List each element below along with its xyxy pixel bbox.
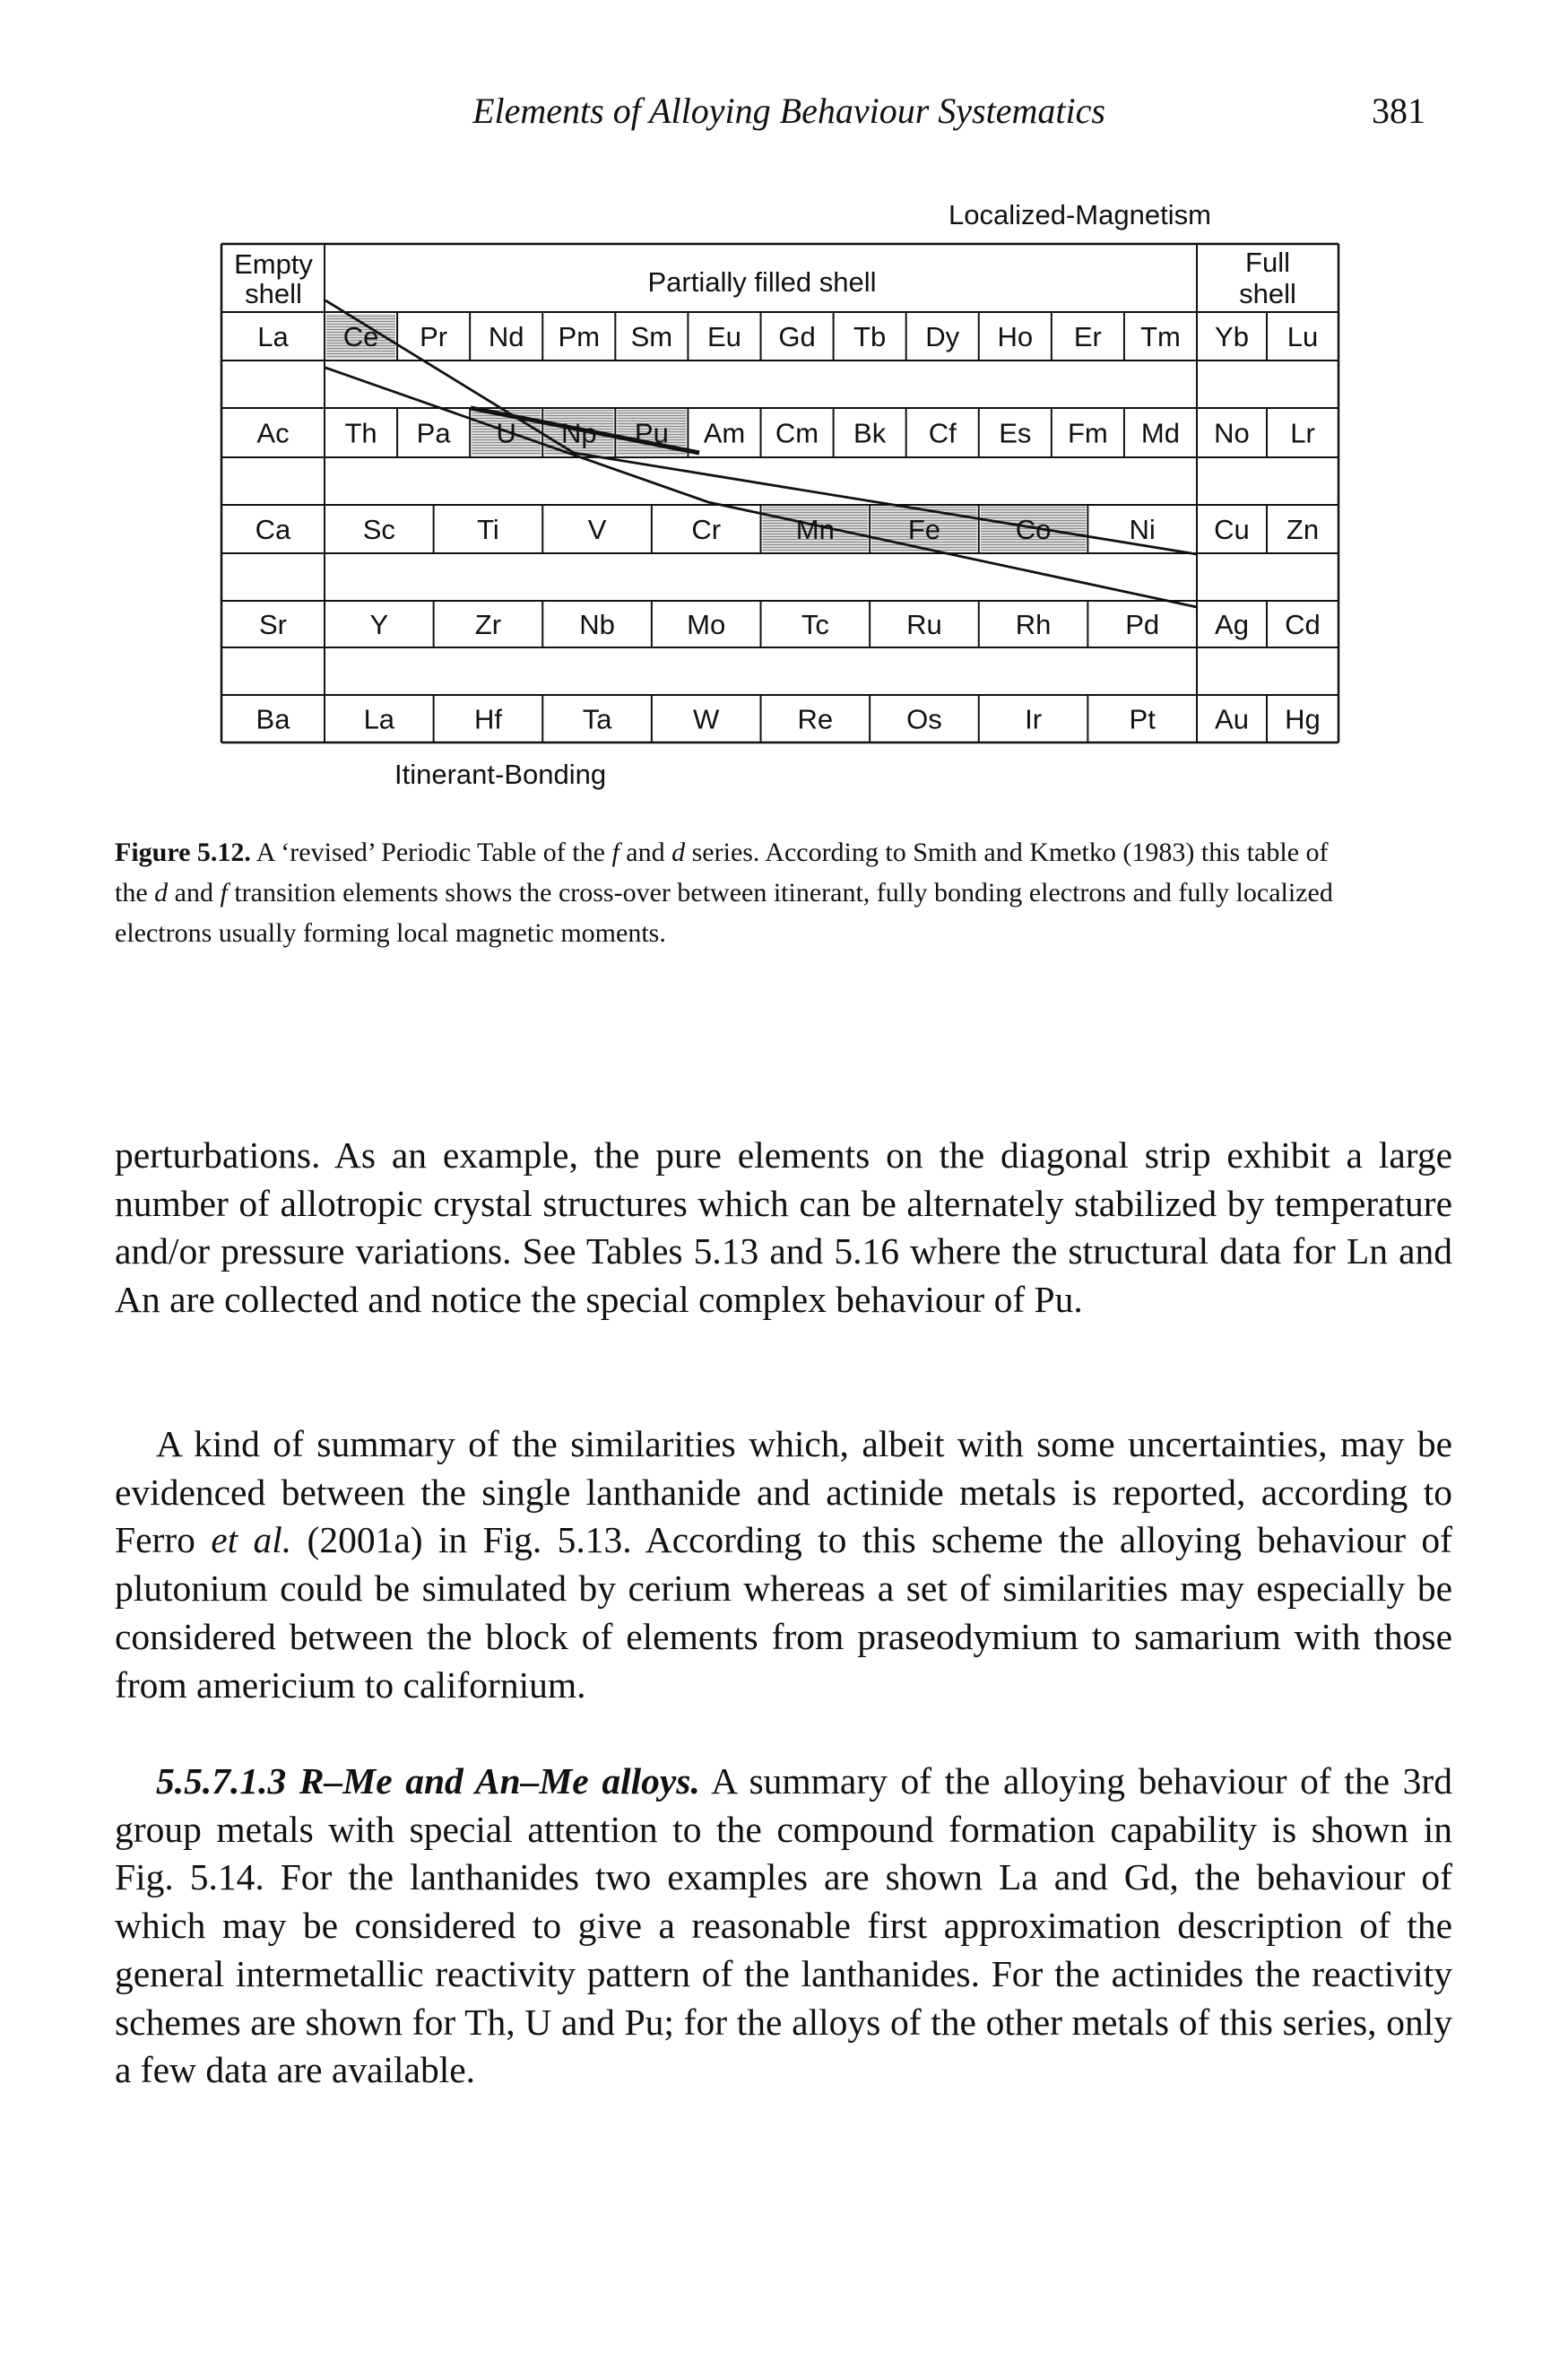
body-paragraph-3: 5.5.7.1.3 R–Me and An–Me alloys. A summa…	[115, 1760, 1452, 2091]
element-Au: Au	[1215, 704, 1249, 735]
element-Pr: Pr	[420, 321, 447, 352]
element-W: W	[693, 704, 720, 735]
element-Co: Co	[1016, 514, 1052, 545]
element-Mn: Mn	[796, 514, 835, 545]
element-Ir: Ir	[1025, 704, 1042, 735]
element-Pt: Pt	[1130, 704, 1157, 735]
element-Pm: Pm	[559, 321, 601, 352]
header-full-shell: Full	[1245, 247, 1290, 278]
figure-caption: Figure 5.12. A ‘revised’ Periodic Table …	[115, 838, 1333, 948]
shaded-cell-Co	[980, 507, 1087, 551]
element-Cd: Cd	[1285, 609, 1321, 640]
element-Ag: Ag	[1215, 609, 1249, 640]
figure-label: Figure 5.12.	[115, 838, 251, 867]
element-Fe: Fe	[908, 514, 940, 545]
element-La: La	[257, 321, 289, 352]
element-Nb: Nb	[579, 609, 615, 640]
element-Sr: Sr	[259, 609, 287, 640]
element-Cm: Cm	[775, 418, 819, 449]
element-Mo: Mo	[687, 609, 725, 640]
element-La: La	[364, 704, 395, 735]
body-paragraph-2: A kind of summary of the similarities wh…	[115, 1423, 1453, 1706]
element-No: No	[1214, 418, 1250, 449]
element-Ni: Ni	[1130, 514, 1156, 545]
element-Ho: Ho	[997, 321, 1033, 352]
element-Cf: Cf	[929, 418, 957, 449]
element-Zr: Zr	[475, 609, 501, 640]
itinerant-bonding-label: Itinerant-Bonding	[394, 759, 606, 790]
element-Pa: Pa	[417, 418, 452, 449]
element-Fm: Fm	[1068, 418, 1108, 449]
localized-magnetism-label: Localized-Magnetism	[949, 199, 1211, 230]
element-Ac: Ac	[256, 418, 289, 449]
header-partially-filled: Partially filled shell	[648, 266, 877, 298]
element-Er: Er	[1074, 321, 1102, 352]
shaded-cell-Fe	[871, 507, 977, 551]
element-Ti: Ti	[477, 514, 499, 545]
element-Lu: Lu	[1287, 321, 1318, 352]
element-Ce: Ce	[343, 321, 379, 352]
running-title: Elements of Alloying Behaviour Systemati…	[472, 91, 1105, 131]
element-Tm: Tm	[1140, 321, 1181, 352]
element-Zn: Zn	[1286, 514, 1319, 545]
element-Np: Np	[561, 418, 597, 449]
diagonal-boundary-upper	[325, 299, 1198, 556]
section-heading: 5.5.7.1.3 R–Me and An–Me alloys.	[156, 1760, 700, 1802]
element-Gd: Gd	[778, 321, 815, 352]
element-Re: Re	[797, 704, 833, 735]
element-Nd: Nd	[489, 321, 524, 352]
body-paragraph-1: perturbations. As an example, the pure e…	[115, 1134, 1452, 1321]
element-Pd: Pd	[1125, 609, 1159, 640]
element-Os: Os	[906, 704, 942, 735]
element-Yb: Yb	[1215, 321, 1249, 352]
element-Ru: Ru	[906, 609, 942, 640]
element-Sm: Sm	[631, 321, 673, 352]
element-Dy: Dy	[925, 321, 959, 352]
element-Eu: Eu	[707, 321, 741, 352]
element-Es: Es	[999, 418, 1031, 449]
element-Md: Md	[1141, 418, 1180, 449]
element-Y: Y	[369, 609, 388, 640]
page-number: 381	[1372, 91, 1425, 131]
element-Ta: Ta	[583, 704, 613, 735]
element-Hf: Hf	[474, 704, 502, 735]
element-Cr: Cr	[691, 514, 721, 545]
header-empty-shell: shell	[245, 278, 302, 309]
element-Bk: Bk	[853, 418, 887, 449]
element-Lr: Lr	[1290, 418, 1315, 449]
element-Ba: Ba	[256, 704, 291, 735]
element-Tb: Tb	[853, 321, 886, 352]
element-Rh: Rh	[1016, 609, 1052, 640]
diagonal-band-shadow	[470, 405, 700, 456]
header-full-shell: shell	[1239, 278, 1296, 309]
element-U: U	[497, 418, 516, 449]
element-Th: Th	[344, 418, 377, 449]
element-Sc: Sc	[363, 514, 395, 545]
diagonal-boundary-lower	[325, 366, 1198, 609]
element-Tc: Tc	[801, 609, 829, 640]
shaded-cell-Mn	[762, 507, 869, 551]
element-Hg: Hg	[1285, 704, 1321, 735]
element-Cu: Cu	[1214, 514, 1250, 545]
element-Pu: Pu	[635, 418, 669, 449]
element-Ca: Ca	[256, 514, 291, 545]
element-Am: Am	[704, 418, 746, 449]
header-empty-shell: Empty	[234, 248, 313, 280]
element-V: V	[588, 514, 607, 545]
